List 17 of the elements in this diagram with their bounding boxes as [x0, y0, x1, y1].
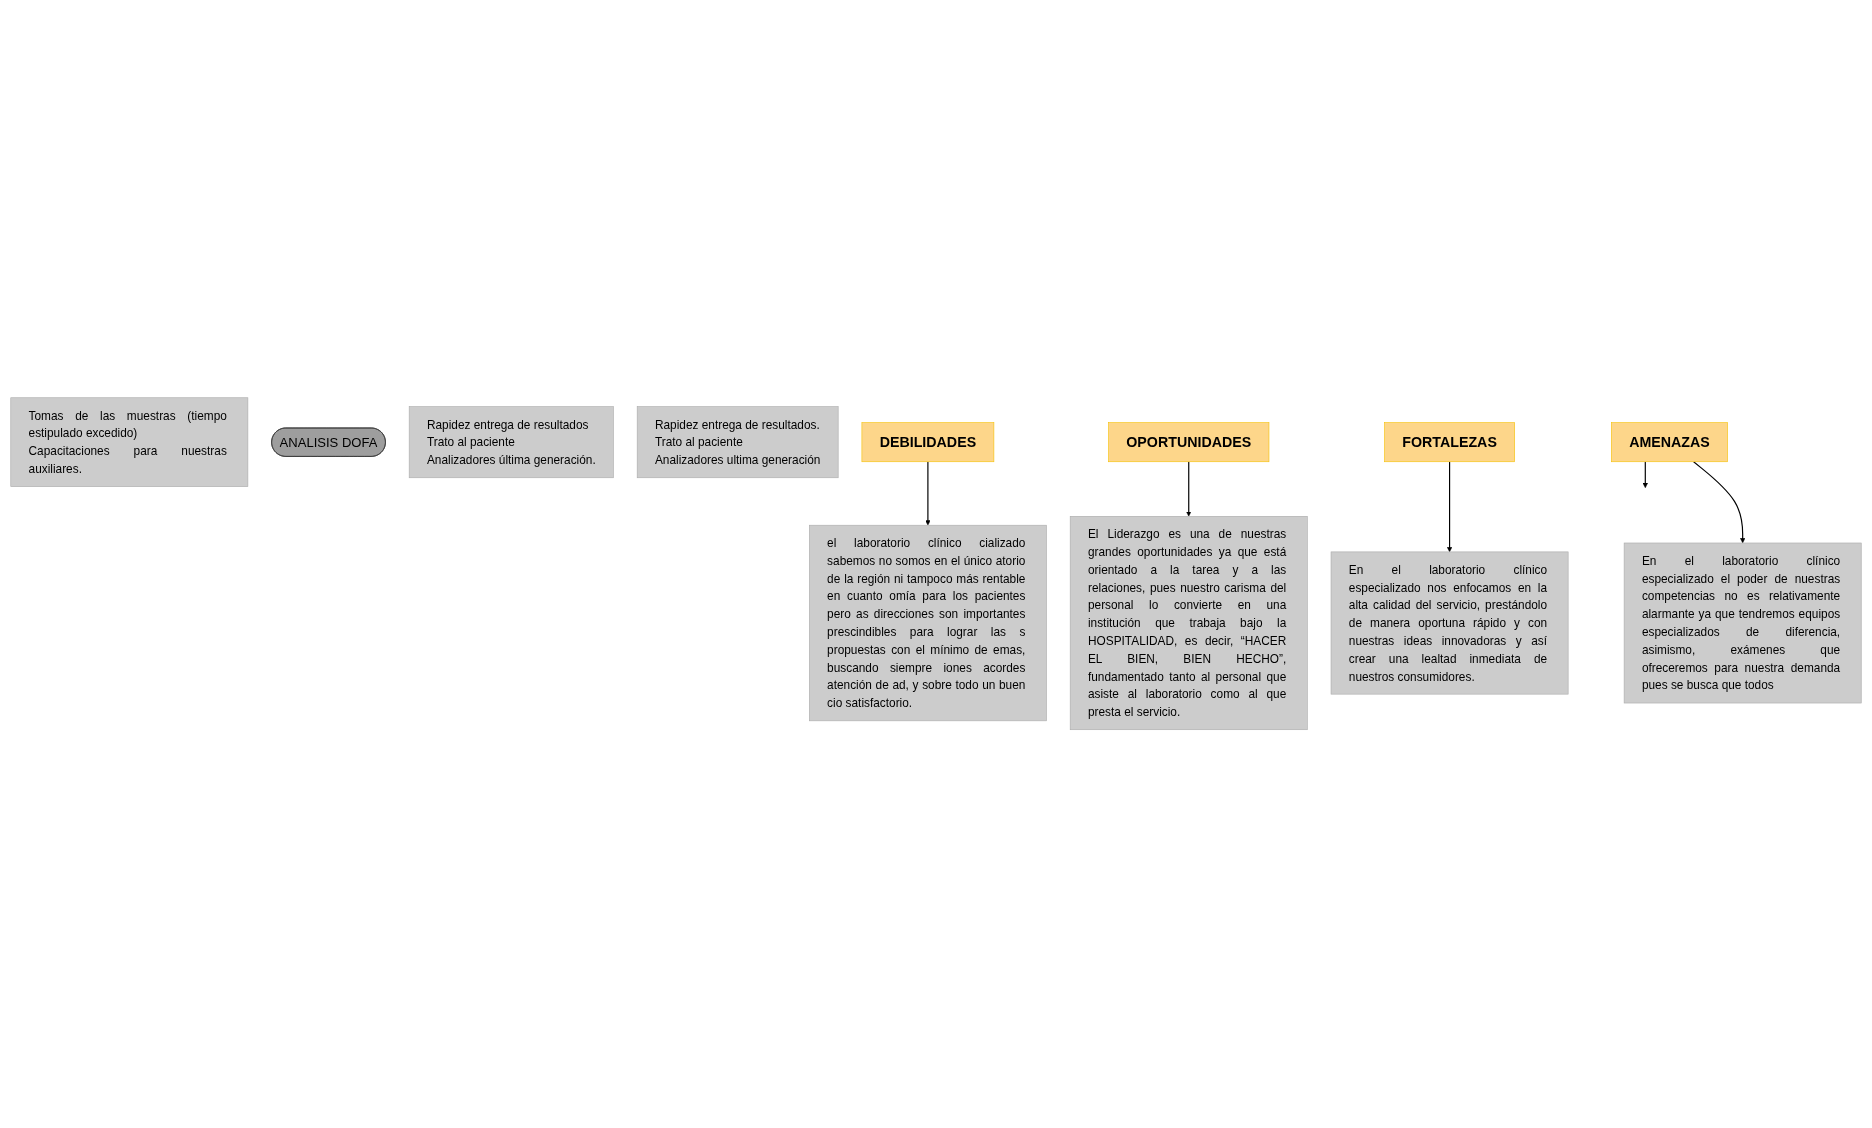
arrow	[1642, 461, 1648, 489]
bullet-list-box: Tomas de las muestras (tiempo estipulado excedido) Capacitaciones para nuestras auxiliares.	[10, 397, 249, 488]
text-box: En el laboratorio clínico especializado el poder de nuestras competencias no es relativamente alarmante ya que tendremos equipos especializados de diferencia, asimismo, exámenes que ofreceremos para nuestra demanda pues se busca que todos	[1623, 542, 1862, 704]
arrow	[1447, 461, 1453, 553]
text-box: El Liderazgo es una de nuestras grandes oportunidades ya que está orientado a la tarea y a las relaciones, pues nuestro carisma del personal lo convierte en una institución que trabaja bajo la HOSPITALIDAD, es decir, “HACER EL BIEN, BIEN HECHO”, fundamentado tanto al personal que asiste al laboratorio como al que presta el servicio.	[1069, 516, 1308, 731]
arrow	[925, 461, 931, 526]
category-box: OPORTUNIDADES	[1108, 422, 1270, 463]
bullet-list-box: Rapidez entrega de resultados. Trato al paciente Analizadores ultima generación	[636, 406, 839, 479]
text-box: En el laboratorio clínico especializado nos enfocamos en la alta calidad del servicio, prestándolo de manera oportuna rápido y con nuestras ideas innovadoras y así crear una lealtad inmediata de nuestros consumidores.	[1330, 551, 1569, 695]
bullet-list-box: Rapidez entrega de resultados Trato al paciente Analizadores última generación.	[408, 406, 614, 479]
arrow	[1693, 461, 1746, 544]
title-ellipse: ANALISIS DOFA	[271, 427, 386, 457]
text-box: el laboratorio clínico cializado sabemos no somos en el único atorio de la región ni tampoco más rentable en cuanto omía para los pacientes pero as direcciones son importantes prescindibles para lograr las s propuestas con el mínimo de emas, buscando siempre iones acordes atención de ad, y sobre todo un buen cio satisfactorio.	[809, 525, 1047, 722]
category-box: FORTALEZAS	[1384, 422, 1515, 463]
category-box: AMENAZAS	[1611, 422, 1728, 463]
category-box: DEBILIDADES	[861, 422, 995, 463]
arrow	[1186, 461, 1192, 517]
